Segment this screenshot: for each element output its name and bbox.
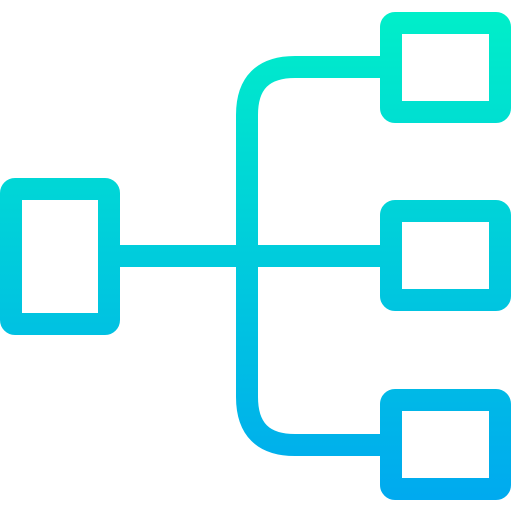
root-node-box [0, 178, 120, 335]
top-branch-connector [236, 56, 390, 256]
bottom-branch-connector [236, 256, 390, 456]
child-node-box-middle [380, 200, 511, 311]
child-node-box-top [380, 12, 511, 123]
child-node-box-bottom [380, 389, 511, 500]
